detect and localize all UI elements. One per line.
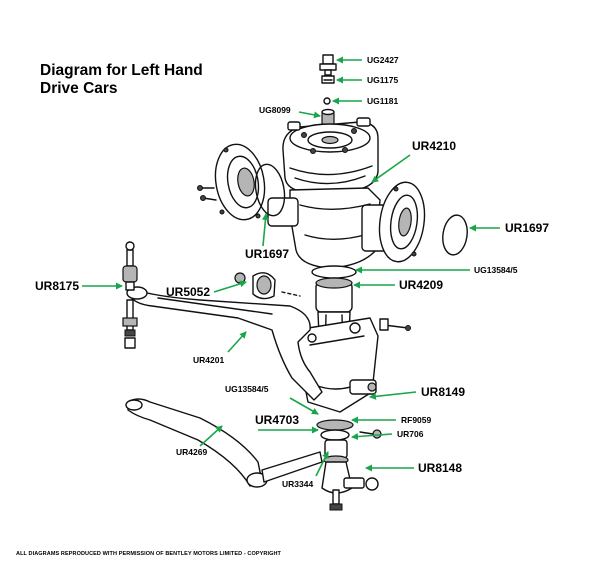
label-ug13584-bottom: UG13584/5	[225, 384, 269, 394]
label-ur8175: UR8175	[35, 279, 79, 293]
relay-rod-ur4269	[125, 398, 323, 488]
top-nipple	[319, 54, 337, 76]
top-plug	[321, 75, 335, 84]
leader-lines	[82, 56, 500, 477]
leader-ur4210	[371, 154, 411, 183]
left-gasket	[254, 163, 286, 217]
copyright-footer: ALL DIAGRAMS REPRODUCED WITH PERMISSION …	[16, 551, 281, 557]
right-bolt	[379, 318, 411, 331]
leader-ug13584-bottom	[289, 397, 319, 415]
label-ur4703: UR4703	[255, 413, 299, 427]
label-ur8149: UR8149	[421, 385, 465, 399]
leader-ur4269	[199, 425, 223, 447]
part-labels: UG2427 UG1175 UG1181 UG8099 UR4210 UR169…	[35, 55, 549, 489]
leader-ur8149	[369, 391, 417, 400]
parts-drawing	[122, 54, 468, 511]
label-ur1697-left: UR1697	[245, 247, 289, 261]
title-line-2: Drive Cars	[40, 80, 118, 97]
leader-ur706	[351, 433, 393, 441]
leader-ur3344	[315, 451, 329, 477]
label-ug1181: UG1181	[367, 96, 398, 106]
label-ug8099: UG8099	[259, 105, 291, 115]
label-ug2427: UG2427	[367, 55, 399, 65]
label-ug1175: UG1175	[367, 75, 398, 85]
right-side-cover	[378, 181, 426, 263]
label-ur4269: UR4269	[176, 447, 207, 457]
label-ur3344: UR3344	[282, 479, 313, 489]
leader-ur4201	[227, 331, 247, 353]
left-side-cover	[214, 143, 266, 221]
leader-ur1697-left	[261, 213, 269, 247]
leader-ur5052	[213, 280, 247, 293]
label-ur706: UR706	[397, 429, 424, 439]
right-gasket	[442, 214, 468, 256]
title-line-1: Diagram for Left Hand	[40, 62, 203, 79]
label-ur4201: UR4201	[193, 355, 224, 365]
label-ur4210: UR4210	[412, 139, 456, 153]
lower-joint-stack	[316, 419, 382, 511]
label-ur8148: UR8148	[418, 461, 462, 475]
label-ug13584-top: UG13584/5	[474, 265, 518, 275]
label-ur1697-right: UR1697	[505, 221, 549, 235]
label-rf9059: RF9059	[401, 415, 432, 425]
ball-joint-ur8175	[122, 241, 138, 349]
lower-housing	[267, 187, 389, 269]
left-bolts	[197, 185, 217, 201]
label-ur4209: UR4209	[399, 278, 443, 292]
small-washer	[323, 97, 331, 105]
bush-ur5052	[234, 272, 301, 300]
leader-ug8099	[298, 111, 321, 119]
label-ur5052: UR5052	[166, 285, 210, 299]
diagram-title: Diagram for Left Hand Drive Cars	[40, 62, 203, 98]
upper-housing	[282, 117, 379, 193]
